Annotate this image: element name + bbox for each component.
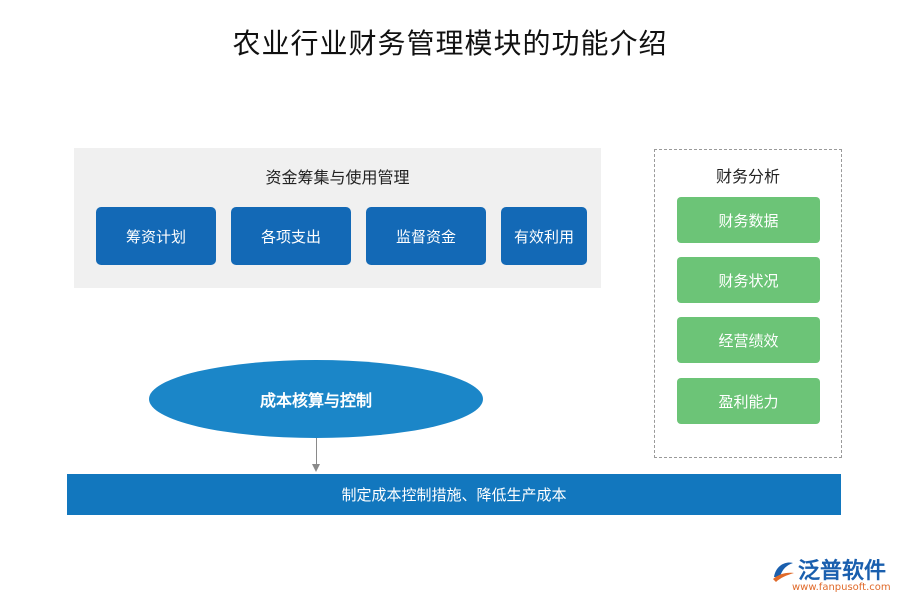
flow-arrow-line (316, 438, 317, 465)
fund-management-title: 资金筹集与使用管理 (265, 168, 410, 187)
finance-item-status: 财务状况 (677, 257, 820, 303)
financial-analysis-title: 财务分析 (715, 167, 780, 186)
flow-arrow-head (312, 464, 320, 472)
brand-watermark: 泛普软件 www.fanpusoft.com (768, 553, 893, 597)
brand-name: 泛普软件 (798, 559, 887, 584)
page-title: 农业行业财务管理模块的功能介绍 (232, 27, 668, 60)
finance-item-data: 财务数据 (677, 197, 820, 243)
fund-item-effective-use: 有效利用 (501, 207, 587, 265)
cost-control-ellipse: 成本核算与控制 (149, 360, 483, 438)
finance-item-profitability: 盈利能力 (677, 378, 820, 424)
fund-item-financing-plan: 筹资计划 (96, 207, 216, 265)
financial-analysis-panel: 财务分析 财务数据 财务状况 经营绩效 盈利能力 (654, 149, 842, 458)
cost-control-label: 成本核算与控制 (259, 391, 372, 410)
fanpu-logo-icon (773, 562, 794, 582)
cost-measures-bar: 制定成本控制措施、降低生产成本 (67, 474, 841, 515)
fund-item-supervise-funds: 监督资金 (366, 207, 486, 265)
fund-item-expenditures: 各项支出 (231, 207, 351, 265)
finance-item-performance: 经营绩效 (677, 317, 820, 363)
brand-url: www.fanpusoft.com (792, 582, 891, 593)
fund-management-panel: 资金筹集与使用管理 筹资计划 各项支出 监督资金 有效利用 (74, 148, 601, 288)
